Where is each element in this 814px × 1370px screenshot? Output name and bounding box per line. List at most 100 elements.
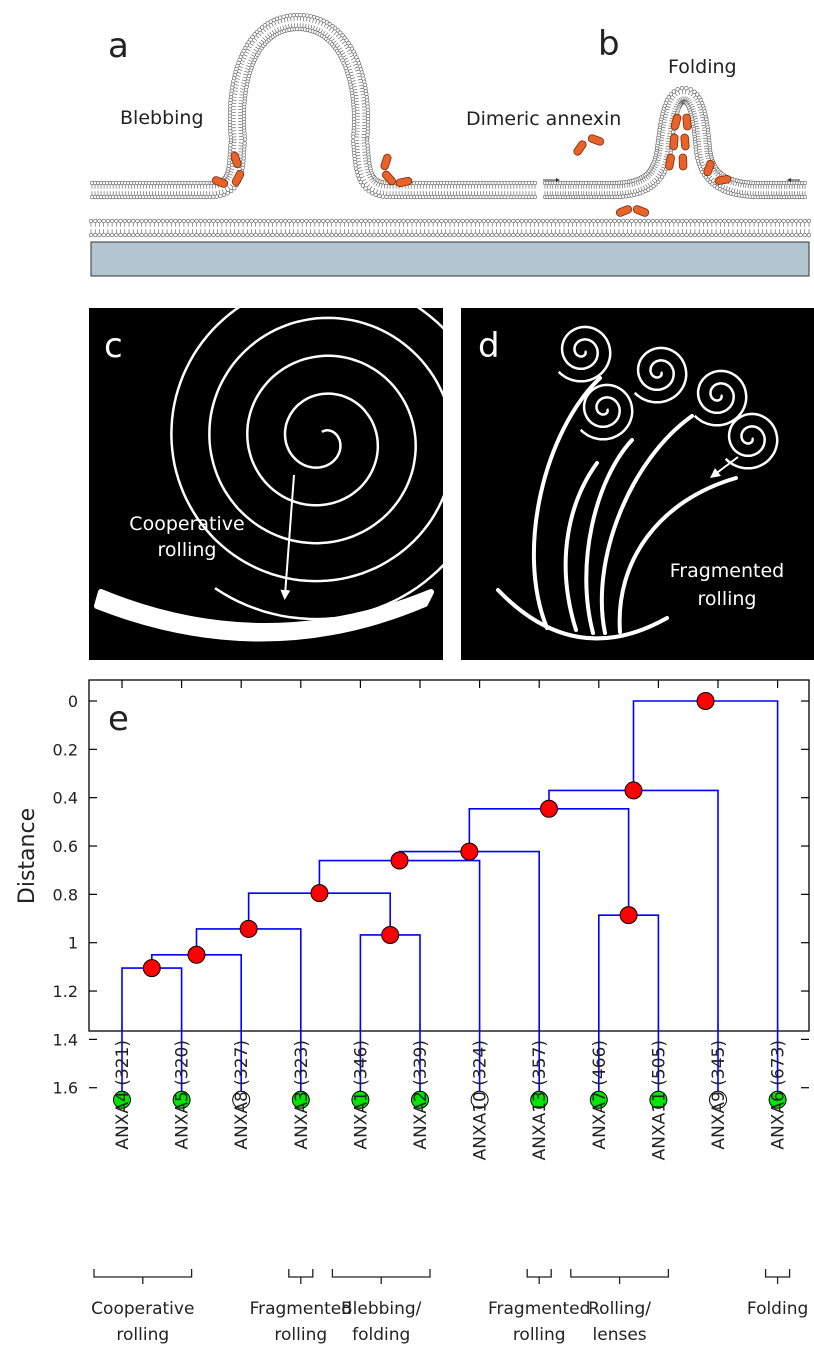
leaf-node xyxy=(232,1090,251,1109)
group-bracket xyxy=(93,1269,193,1284)
leaf-label: ANXA5 (320) xyxy=(173,1040,193,1150)
leaf-label: ANXA13 (357) xyxy=(530,1040,550,1160)
group-label: lenses xyxy=(593,1325,647,1345)
panel-c-cooperative-rolling: c Cooperative rolling xyxy=(89,278,493,660)
small-rolled-fragment xyxy=(724,412,779,470)
merge-node xyxy=(619,906,638,925)
leaf-node xyxy=(172,1090,191,1109)
dimeric-annexin xyxy=(587,134,605,146)
dendrogram-link xyxy=(318,859,481,1100)
group-label: rolling xyxy=(274,1325,327,1345)
fragmented-label-line2: rolling xyxy=(698,588,757,610)
leaf-node xyxy=(589,1090,608,1109)
leaf-node xyxy=(351,1090,370,1109)
leaf-label: ANXA3 (323) xyxy=(292,1040,312,1150)
leaf-label: ANXA11 (505) xyxy=(649,1040,669,1160)
bleb-annexin xyxy=(230,151,242,169)
rolled-membrane-spiral xyxy=(170,278,493,621)
fold-annexin xyxy=(678,153,688,171)
bleb-annexin xyxy=(231,170,245,186)
membrane-strand xyxy=(584,438,634,635)
y-tick-label: 0 xyxy=(68,692,78,711)
group-bracket xyxy=(764,1269,791,1284)
merge-node xyxy=(310,884,329,903)
panel-a-letter: a xyxy=(108,26,129,66)
dendrogram-link xyxy=(548,789,719,1100)
leaf-node xyxy=(709,1090,727,1109)
merge-node xyxy=(390,851,409,870)
y-tick-label: 0.6 xyxy=(53,837,78,856)
fold-annexin xyxy=(680,133,690,151)
leaf-label: ANXA6 (673) xyxy=(769,1040,789,1150)
leaf-label: ANXA2 (339) xyxy=(411,1040,431,1150)
leaf-node xyxy=(291,1090,310,1109)
flat-bilayer-sheet xyxy=(94,589,434,642)
leaf-label: ANXA4 (321) xyxy=(113,1040,133,1150)
blebbing-label: Blebbing xyxy=(120,107,204,129)
bound-annexin xyxy=(615,205,633,217)
leaf-label: ANXA9 (345) xyxy=(709,1040,729,1150)
leaf-node xyxy=(768,1090,787,1109)
leaf-node xyxy=(530,1090,549,1109)
group-bracket xyxy=(570,1269,670,1284)
group-label: folding xyxy=(352,1325,410,1345)
leaf-label: ANXA7 (466) xyxy=(590,1040,610,1150)
solid-support xyxy=(90,241,810,277)
leaf-node xyxy=(649,1090,668,1109)
y-axis-label: Distance xyxy=(15,808,40,904)
leaf-node xyxy=(470,1090,489,1109)
small-rolled-fragment xyxy=(693,369,748,427)
leaf-node xyxy=(113,1090,131,1109)
folding-label: Folding xyxy=(668,56,737,78)
membrane-fragments xyxy=(496,325,779,641)
merge-node xyxy=(381,925,400,944)
y-tick-label: 1 xyxy=(68,934,78,953)
panel-d-fragmented-rolling: d Fragmented rolling xyxy=(461,308,814,660)
membrane-strand xyxy=(617,476,738,634)
dendrogram-link xyxy=(151,953,242,1100)
y-tick-label: 0.8 xyxy=(53,885,78,904)
membrane-strand xyxy=(563,461,599,632)
bleb-annexin xyxy=(381,170,397,186)
plot-frame xyxy=(88,679,810,1032)
panel-c-letter: c xyxy=(104,326,123,366)
y-tick-label: 0.4 xyxy=(53,789,78,808)
small-rolled-fragment xyxy=(579,383,634,441)
leaf-label: ANXA10 (324) xyxy=(471,1040,491,1160)
fragmented-label-line1: Fragmented xyxy=(670,560,785,582)
group-label: Blebbing/ xyxy=(341,1299,422,1319)
fold-annexin xyxy=(682,113,692,131)
fold-annexin xyxy=(665,153,675,171)
cooperative-label-line2: rolling xyxy=(158,539,217,561)
rolling-arrow xyxy=(280,474,295,600)
base-bilayer-arc xyxy=(496,588,669,641)
y-tick-label: 1.2 xyxy=(53,982,78,1001)
group-label: rolling xyxy=(513,1325,566,1345)
merge-node xyxy=(624,781,643,800)
panel-e-letter: e xyxy=(108,699,129,739)
bound-annexin xyxy=(632,205,650,217)
group-label: Fragmented xyxy=(488,1299,590,1319)
panel-b-letter: b xyxy=(598,24,620,64)
dendrogram-link xyxy=(632,700,779,1100)
group-label: Fragmented xyxy=(250,1299,352,1319)
y-tick-label: 0.2 xyxy=(53,740,78,759)
annexin-proteins xyxy=(211,113,732,217)
cooperative-label-line1: Cooperative xyxy=(129,513,244,535)
bleb-annexin xyxy=(380,153,392,171)
merge-node xyxy=(539,799,558,818)
group-label: Rolling/ xyxy=(588,1299,651,1319)
membrane-strand xyxy=(531,376,602,630)
merge-node xyxy=(696,692,715,710)
merge-node xyxy=(187,945,206,964)
panel-e-dendrogram: e Distance 00.20.40.60.811.21.41.6 ANXA4… xyxy=(15,679,810,1345)
group-bracket xyxy=(288,1269,314,1284)
fold-annexin xyxy=(669,133,679,151)
merge-node xyxy=(239,919,258,938)
group-bracket xyxy=(331,1269,431,1284)
panel-d-letter: d xyxy=(478,326,500,366)
group-label: Cooperative xyxy=(91,1299,194,1319)
y-tick-label: 1.4 xyxy=(53,1030,78,1049)
merge-node xyxy=(460,842,479,861)
